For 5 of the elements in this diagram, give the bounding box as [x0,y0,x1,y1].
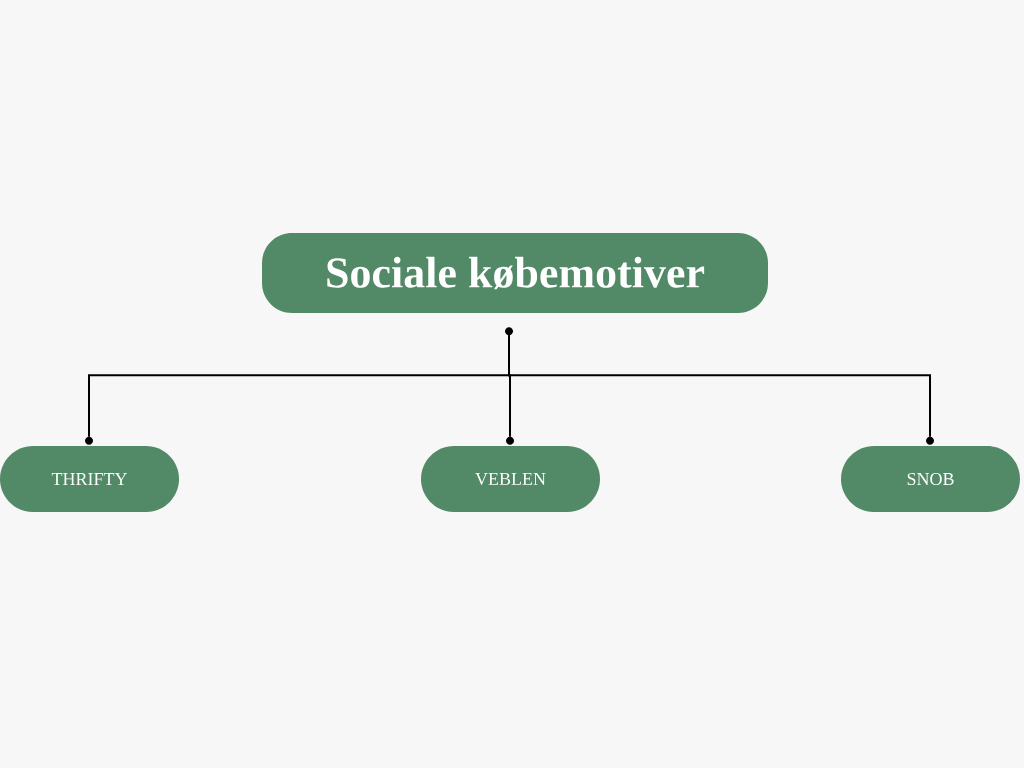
category-pill: VEBLEN [421,446,600,512]
category-pill: THRIFTY [0,446,179,512]
topic-box: Sociale købemotiver [262,233,768,313]
connector [508,334,931,438]
category-pill: SNOB [841,446,1020,512]
